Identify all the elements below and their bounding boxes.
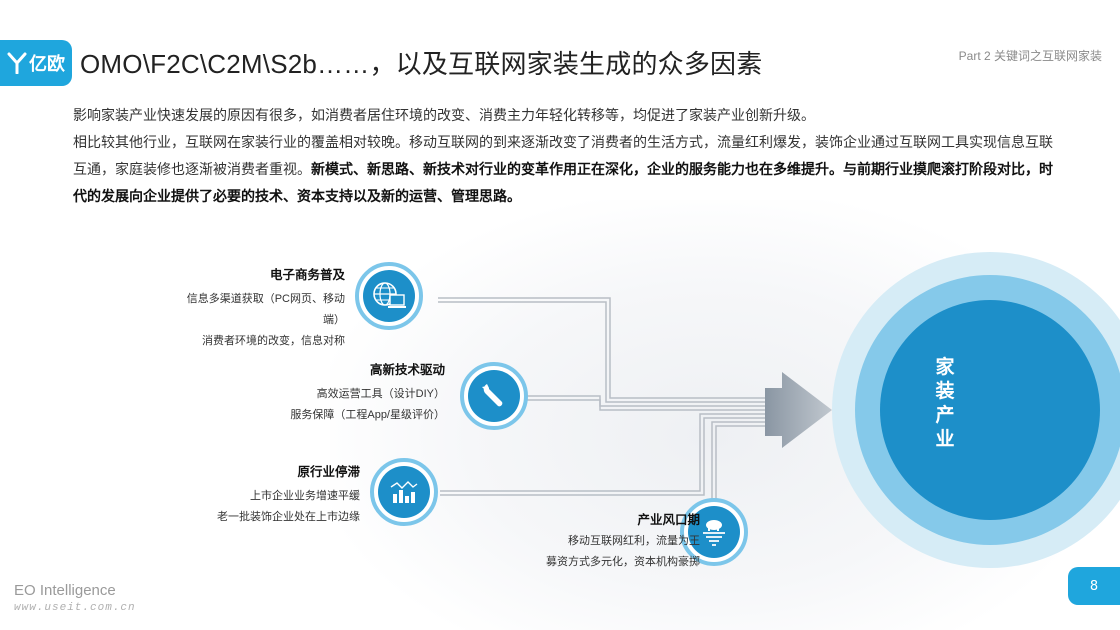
- factor-line: 消费者环境的改变，信息对称: [202, 335, 345, 347]
- wrench-icon: [482, 384, 503, 407]
- factor-line: 移动互联网红利，流量为王: [568, 535, 700, 547]
- intro-plain-text: 相比较其他行业，互联网在家装行业的覆盖相对较晚。移动互联网的到来逐渐改变了消费者…: [73, 134, 1053, 177]
- intro-line-1: 影响家装产业快速发展的原因有很多，如消费者居住环境的改变、消费主力年轻化转移等，…: [73, 107, 815, 123]
- factor-title: 高新技术驱动: [369, 363, 445, 377]
- page-title: OMO\F2C\C2M\S2b……，以及互联网家装生成的众多因素: [80, 49, 763, 79]
- factor-title: 产业风口期: [637, 513, 700, 527]
- factor-line: 服务保障（工程App/星级评价）: [290, 409, 445, 421]
- factor-line: 募资方式多元化，资本机构豪掷: [546, 556, 700, 568]
- globe-computer-icon: [373, 282, 406, 308]
- factor-ecommerce-circle: [355, 262, 423, 330]
- factor-windfall-text: 产业风口期 移动互联网红利，流量为王 募资方式多元化，资本机构豪掷: [510, 510, 700, 573]
- factor-line: 端）: [323, 314, 345, 326]
- intro-bold-text: 新模式、新思路、新技术对行业的变革作用正在深化，企业的服务能力也在多维提升。与前…: [73, 161, 1053, 204]
- factor-title: 电子商务普及: [269, 268, 345, 282]
- page-number: 8: [1068, 567, 1120, 605]
- factor-technology-circle: [460, 362, 528, 430]
- factor-title: 原行业停滞: [297, 465, 360, 479]
- logo: 亿欧: [0, 40, 72, 86]
- industry-label: 家 装 产 业: [930, 355, 960, 451]
- section-label: Part 2 关键词之互联网家装: [958, 49, 1102, 63]
- factor-line: 高效运营工具（设计DIY）: [316, 388, 445, 400]
- industry-char-3: 产: [935, 404, 955, 426]
- intro-line-2: 相比较其他行业，互联网在家装行业的覆盖相对较晚。移动互联网的到来逐渐改变了消费者…: [73, 129, 1053, 210]
- factor-line: 信息多渠道获取（PC网页、移动: [186, 293, 345, 305]
- industry-char-1: 家: [935, 356, 955, 378]
- pig-tornado-icon: [703, 520, 725, 546]
- footer-brand: EO Intelligence: [14, 582, 116, 599]
- factor-stagnation-circle: [370, 458, 438, 526]
- industry-char-4: 业: [935, 428, 955, 450]
- factor-ecommerce-text: 电子商务普及 信息多渠道获取（PC网页、移动 端） 消费者环境的改变，信息对称: [150, 265, 345, 352]
- footer-url: www.useit.com.cn: [14, 602, 136, 614]
- intro-paragraph: 影响家装产业快速发展的原因有很多，如消费者居住环境的改变、消费主力年轻化转移等，…: [73, 102, 1053, 210]
- bar-chart-icon: [390, 481, 418, 503]
- factor-stagnation-text: 原行业停滞 上市企业业务增速平缓 老一批装饰企业处在上市边缘: [160, 462, 360, 528]
- factor-technology-text: 高新技术驱动 高效运营工具（设计DIY） 服务保障（工程App/星级评价）: [240, 360, 445, 426]
- factor-windfall-circle: [680, 498, 748, 566]
- logo-y-icon: [7, 52, 27, 74]
- logo-text: 亿欧: [29, 54, 65, 75]
- factor-line: 老一批装饰企业处在上市边缘: [217, 511, 360, 523]
- industry-char-2: 装: [935, 380, 955, 402]
- factor-line: 上市企业业务增速平缓: [250, 490, 360, 502]
